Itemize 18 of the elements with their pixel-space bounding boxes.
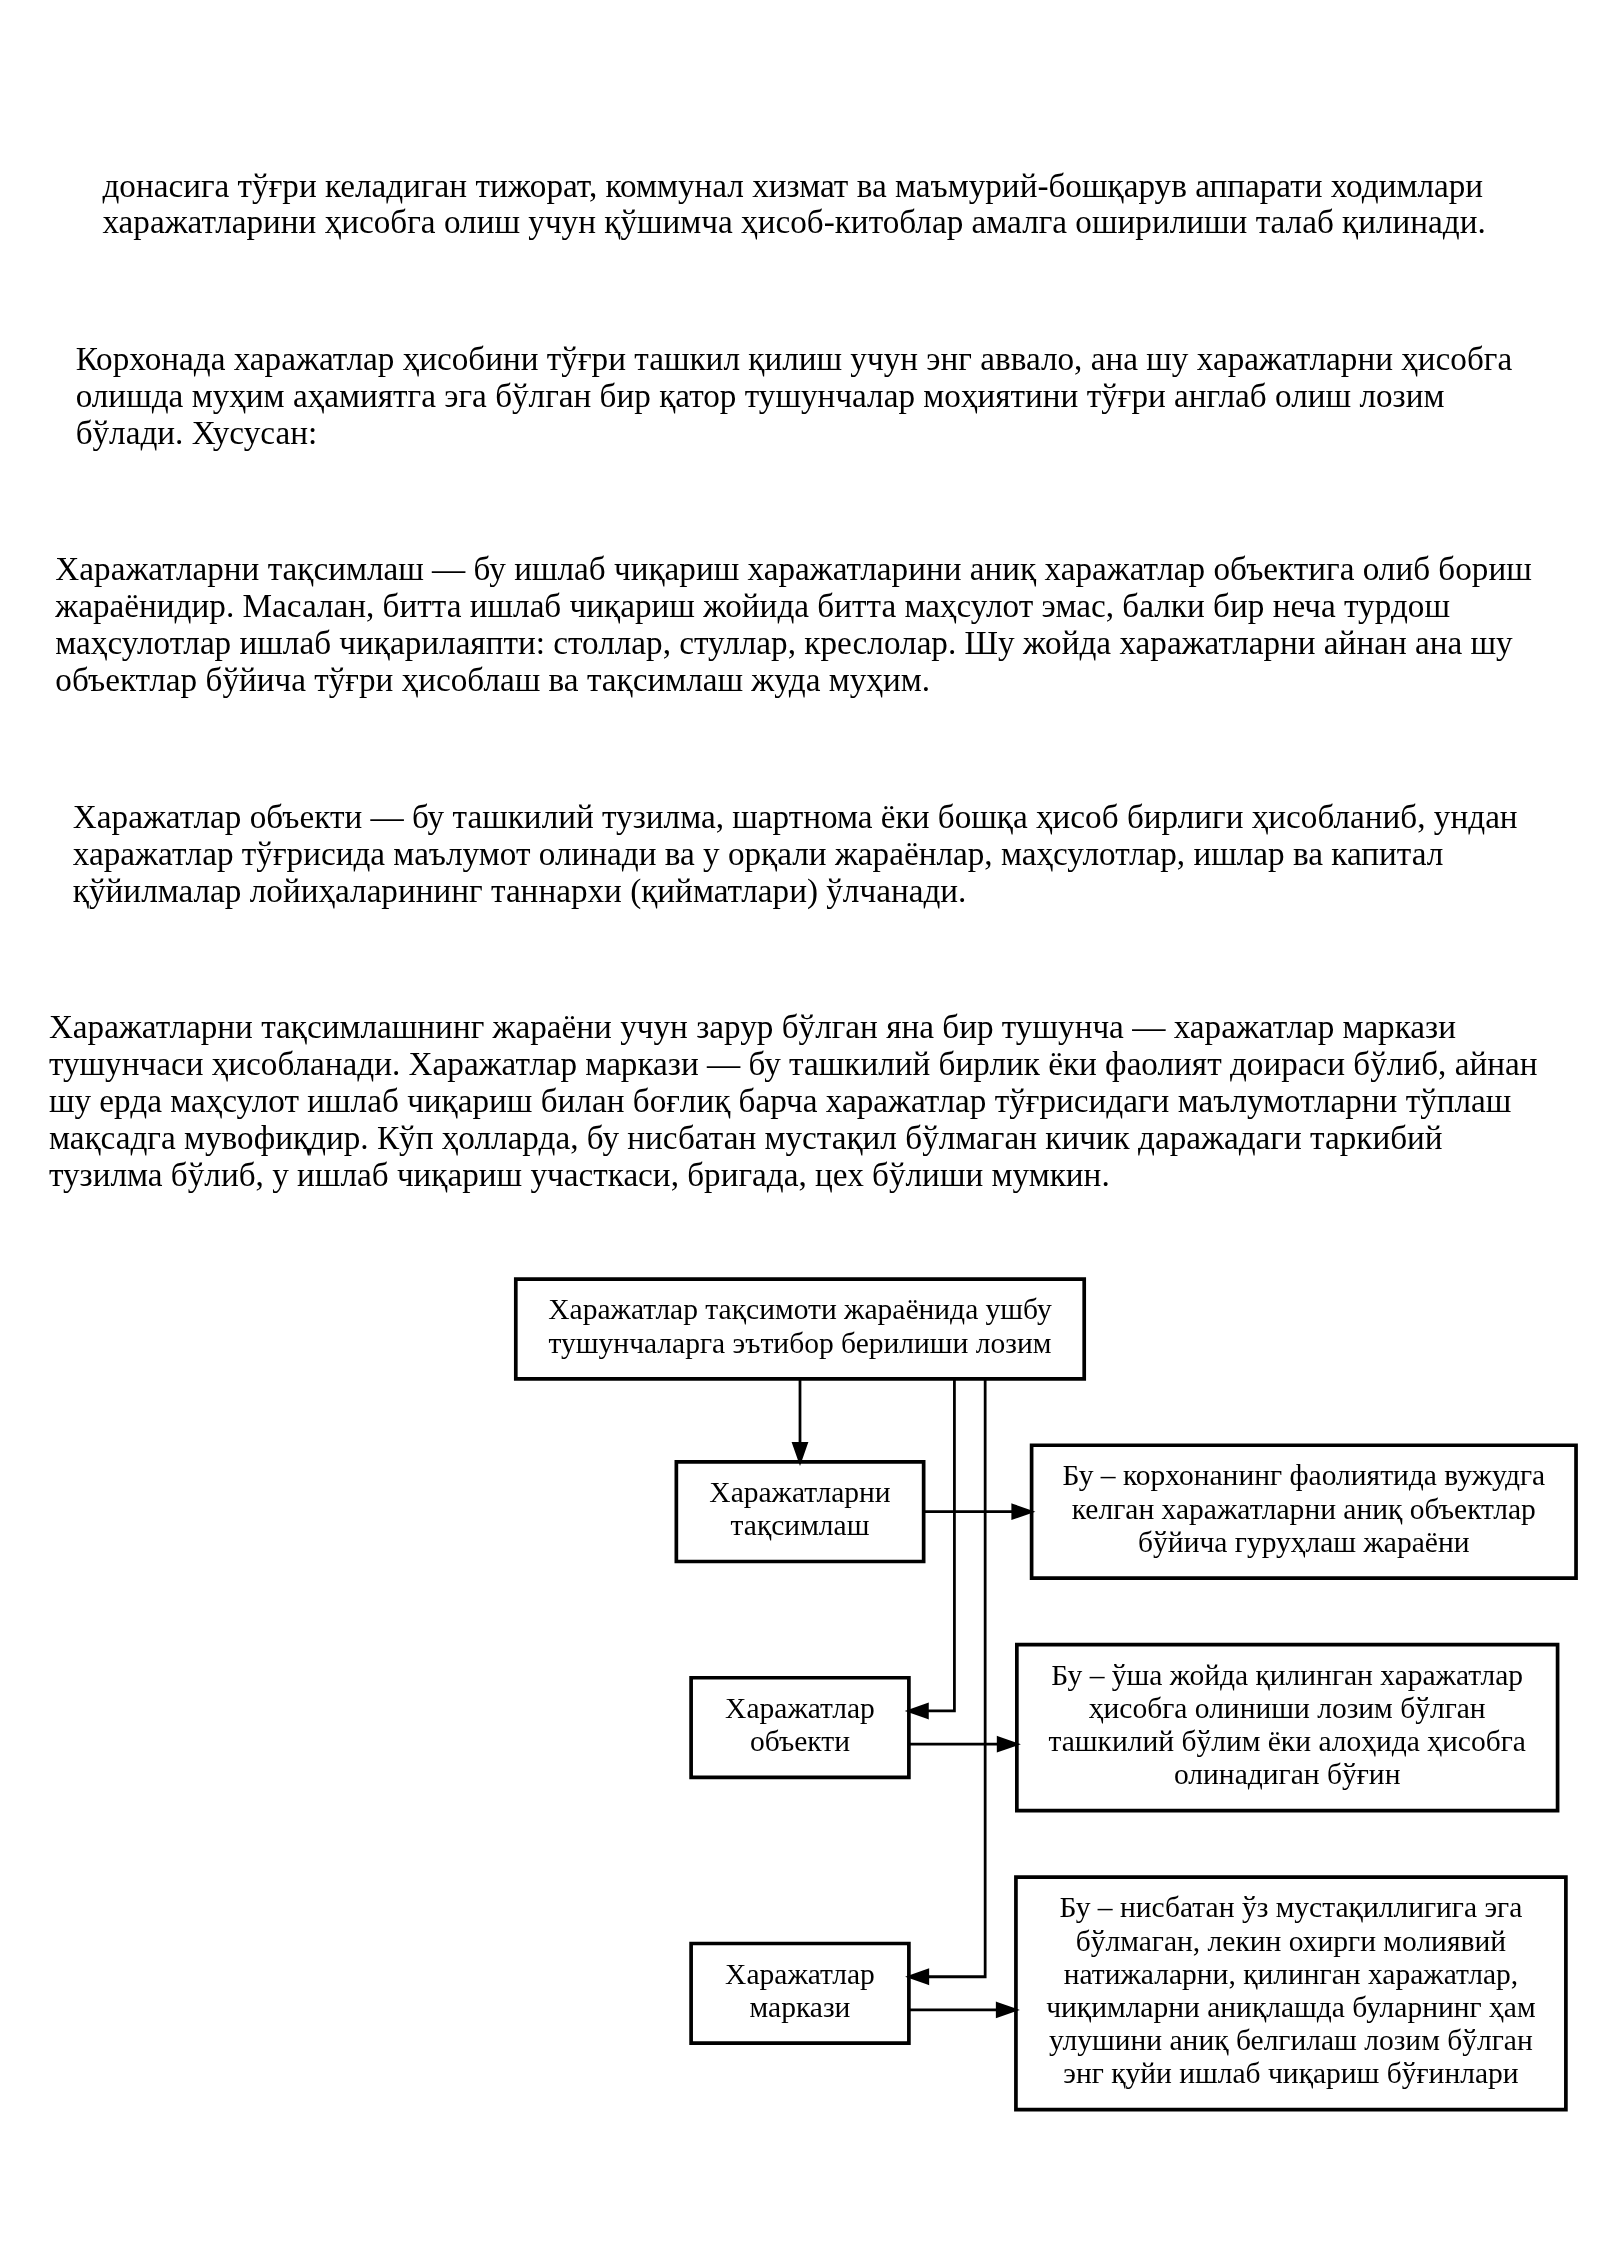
- node-box: Бу – корхонанинг фаолиятида вужудга келган харажатларни аниқ объектлар бўйича гуруҳлаш жараёни: [1029, 1442, 1578, 1580]
- node-box: Харажатлар объекти: [689, 1675, 911, 1779]
- label: донасига тўғри келадиган тижорат, коммунал хизмат ва маъмурий-бошқарув аппарати ходимлари харажатларини ҳисобга олиш учун қўшимча ҳисоб-китоблар амалга оширилиши талаб қилинади.: [102, 166, 1486, 240]
- node-box: Бу – нисбатан ўз мустақиллигига эга бўлмаган, лекин охирги молиявий натижаларни, қилинган харажатлар, чиқимларни аниқлашда буларнинг ҳам улушини аниқ белгилаш лозим бўлган энг қуйи ишлаб чиқариш бўғинлари: [1014, 1874, 1568, 2111]
- arrow: [909, 1735, 1021, 1753]
- arrow: [791, 1378, 809, 1466]
- label: Корхонада харажатлар ҳисобини тўғри ташкил қилиш учун энг аввало, ана шу харажатларни ҳисобга олишда муҳим аҳамиятга эга бўлган бир қатор тушунчалар моҳиятини тўғри англаб олиш лозим бўлади. Хусусан:: [75, 339, 1513, 451]
- node-box: Харажатлар тақсимоти жараёнида ушбу тушунчаларга эътибор берилиши лозим: [513, 1276, 1087, 1381]
- node-box: Харажатларни тақсимлаш: [674, 1459, 926, 1563]
- label: Харажатларни тақсимлаш — бу ишлаб чиқариш харажатларини аниқ харажатлар объектига олиб бориш жараёнидир. Масалан, битта ишлаб чиқариш жойида битта маҳсулот эмас, балки бир неча турдош маҳсулотлар ишлаб чиқарилаяпти: столлар, стуллар, креслолар. Шу жойда харажатларни айнан ана шу объектлар бўйича тўғри ҳисоблаш ва тақсимлаш жуда муҳим.: [55, 549, 1532, 698]
- label: Харажатлар объекти — бу ташкилий тузилма, шартнома ёки бошқа ҳисоб бирлиги ҳисобланиб, ундан харажатлар тўғрисида маълумот олинади ва у орқали жараёнлар, маҳсулотлар, ишлар ва капитал қўйилмалар лойиҳаларининг таннархи (қийматлари) ўлчанади.: [72, 797, 1518, 909]
- arrow: [908, 2001, 1020, 2018]
- arrow: [923, 1502, 1036, 1520]
- label: Харажатларни тақсимлашнинг жараёни учун зарур бўлган яна бир тушунча — харажатлар маркази тушунчаси ҳисобланади. Харажатлар маркази — бу ташкилий бирлик ёки фаолият доираси бўлиб, айнан шу ерда маҳсулот ишлаб чиқариш билан боғлиқ барча харажатлар тўғрисидаги маълумотларни тўплаш мақсадга мувофиқдир. Кўп ҳолларда, бу нисбатан мустақил бўлмаган кичик даражадаги таркибий тузилма бўлиб, у ишлаб чиқариш участкаси, бригада, цех бўлиши мумкин.: [48, 1007, 1538, 1193]
- node-box: Харажатлар маркази: [689, 1941, 911, 2045]
- arrow: [904, 1378, 956, 1719]
- arrow: [905, 1378, 987, 1985]
- node-box: Бу – ўша жойда қилинган харажатлар ҳисобга олиниши лозим бўлган ташкилий бўлим ёки алоҳида ҳисобга олинадиган бўғин: [1015, 1642, 1560, 1812]
